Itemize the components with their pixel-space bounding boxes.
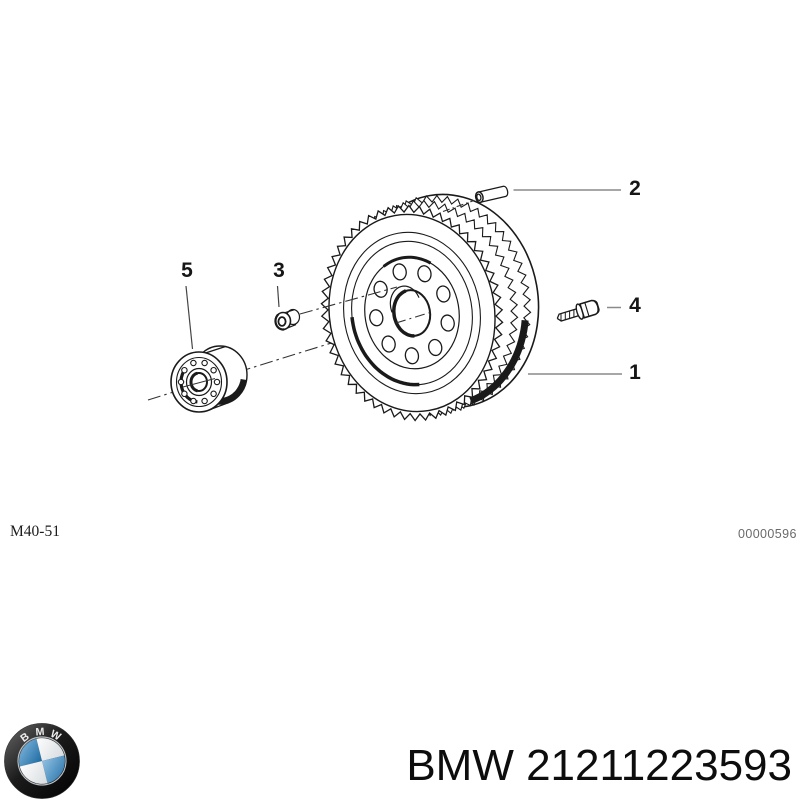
roundel-silver-ring: [17, 736, 67, 786]
flywheel-technical-drawing: [147, 185, 622, 422]
drawing-code: M40-51: [10, 523, 60, 540]
callout-5: 5: [181, 259, 193, 282]
brand-bar: B M W BMW 21211223593: [0, 715, 800, 800]
bmw-logo-icon: B M W: [4, 723, 80, 799]
callout-4: 4: [629, 294, 641, 317]
svg-text:M: M: [35, 726, 45, 739]
roundel-quadrants: [19, 738, 65, 784]
image-number: 00000596: [738, 527, 797, 541]
callout-3: 3: [273, 259, 285, 282]
callout-2: 2: [629, 177, 641, 200]
callout-1: 1: [629, 361, 641, 384]
part-title: BMW 21211223593: [406, 741, 792, 790]
